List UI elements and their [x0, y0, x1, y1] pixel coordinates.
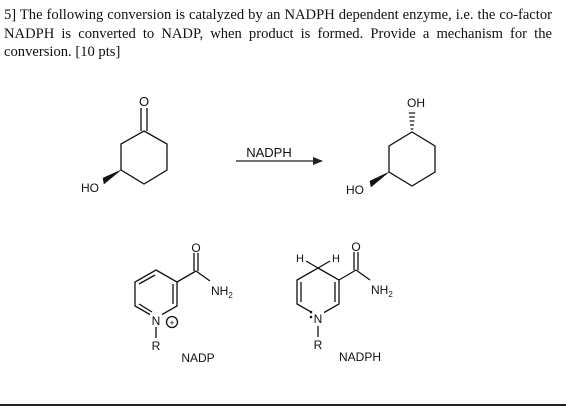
nadph-label: NADPH	[339, 350, 381, 364]
nadp-r-group: R	[152, 339, 161, 353]
nadph-hydrogen-2: H	[332, 253, 340, 265]
nadph-carbonyl-oxygen: O	[351, 240, 360, 254]
reagent-label: NADPH	[246, 145, 292, 160]
reactant-hydroxyl-label: HO	[81, 181, 99, 195]
nadph-hydrogen-1: H	[296, 253, 304, 265]
question-text: 5] The following conversion is catalyzed…	[4, 7, 552, 60]
product-ho-label: HO	[346, 183, 364, 197]
lone-pair-dot	[309, 315, 313, 319]
reactant-carbonyl-oxygen: O	[139, 94, 149, 109]
lone-pair-dot	[309, 310, 313, 314]
nadp-ring-nitrogen: N	[152, 314, 161, 328]
nadph-ring-nitrogen: N	[314, 312, 323, 326]
page-divider	[0, 404, 566, 406]
nadph-amide: NH2	[371, 283, 393, 299]
nadp-amide: NH2	[211, 284, 233, 300]
reactant-molecule	[102, 108, 168, 185]
nadp-label: NADP	[181, 351, 214, 365]
nadp-positive-charge: +	[169, 318, 174, 328]
nadp-carbonyl-oxygen: O	[191, 241, 200, 255]
product-hydroxyl-label: OH	[407, 96, 425, 110]
nadph-r-group: R	[314, 338, 323, 352]
hashed-wedge-bond	[408, 112, 416, 130]
product-molecule	[369, 131, 436, 188]
